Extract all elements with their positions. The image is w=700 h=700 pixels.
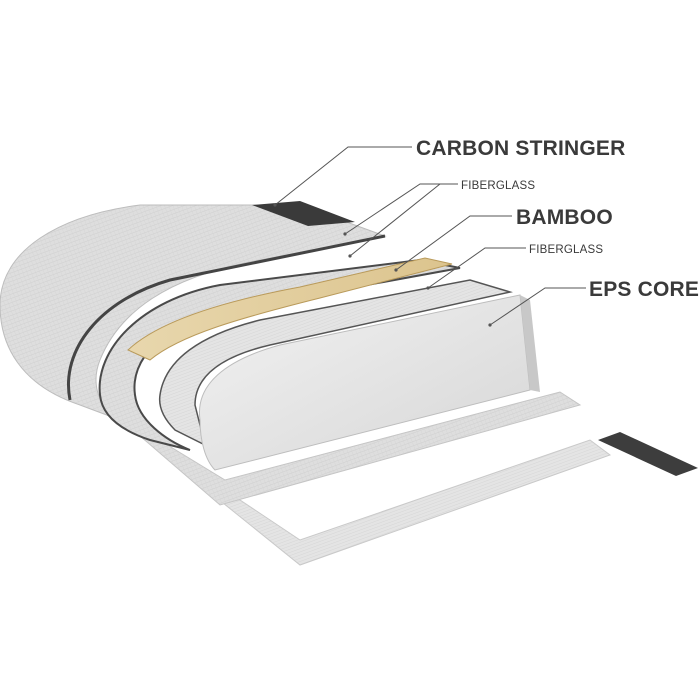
- leader-fiberglass-top-2: [349, 183, 441, 257]
- bottom-fiberglass-sheet: [119, 419, 612, 566]
- fiberglass-over-core: [158, 279, 513, 447]
- top-carbon-stringer: [252, 201, 355, 226]
- lower-fiberglass-sheet: [109, 391, 582, 506]
- leader-fiberglass-top: [344, 183, 458, 235]
- leader-dot-fiberglass-top: [343, 232, 347, 236]
- leader-lines: [273, 146, 586, 327]
- leader-dot-carbon-stringer: [273, 203, 277, 207]
- leader-dot-fiberglass-lower: [426, 286, 430, 290]
- eps-core-block: [198, 294, 531, 471]
- outer-roll-edge: [67, 234, 386, 401]
- leader-eps-core: [489, 287, 586, 326]
- leader-dot-bamboo: [394, 268, 398, 272]
- leader-dot-eps-core: [488, 323, 492, 327]
- inner-fiberglass-wrap: [98, 258, 461, 451]
- leader-fiberglass-lower: [427, 247, 526, 289]
- label-carbon-stringer: CARBON STRINGER: [416, 137, 626, 160]
- leader-bamboo: [395, 215, 512, 271]
- leader-carbon-stringer: [274, 146, 412, 206]
- label-fiberglass-top: FIBERGLASS: [461, 180, 535, 192]
- label-fiberglass-lower: FIBERGLASS: [529, 244, 603, 256]
- eps-core-side: [520, 295, 540, 392]
- bottom-carbon-stringer: [598, 432, 698, 476]
- bamboo-layer: [127, 257, 453, 361]
- label-eps-core: EPS CORE: [589, 278, 699, 301]
- outer-fiberglass-roll: [0, 204, 387, 421]
- label-bamboo: BAMBOO: [516, 206, 613, 229]
- leader-dot-fiberglass-top-2: [348, 254, 352, 258]
